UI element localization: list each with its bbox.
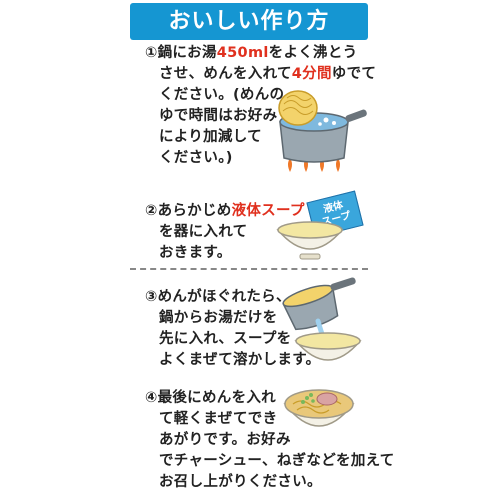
step-2-line-1: ②あらかじめ液体スープ [145,203,305,219]
ramen-bowl-illustration [283,389,355,427]
recipe-title: おいしい作り方 [130,3,368,40]
boil-time: 4分間 [291,66,332,82]
step-4-line-1: ④最後にめんを入れ [145,390,276,406]
bowl-icon [276,221,344,260]
step-3-text: ③めんがほぐれたら、 鍋からお湯だけを 先に入れ、スープを よくまぜて溶かします… [145,287,320,371]
step-1-line-1: ①鍋にお湯450mlをよく沸とう [145,45,358,61]
water-amount: 450ml [216,45,269,61]
section-divider [130,268,368,270]
step-4-line-3: あがりです。お好み [159,432,291,448]
step-3-line-2: 鍋からお湯だけを [159,310,278,326]
step-3-line-3: 先に入れ、スープを [159,331,292,347]
step-2-line-3: おきます。 [159,245,232,261]
step-1-text: ①鍋にお湯450mlをよく沸とう させ、めんを入れて4分間ゆでて ください。(め… [145,43,376,169]
step-3-line-1: ③めんがほぐれたら、 [145,289,291,305]
step-2-text: ②あらかじめ液体スープ を器に入れて おきます。 [145,201,305,264]
step-1-line-6: ください。) [159,150,233,166]
step-4-line-4: でチャーシュー、ねぎなどを加えて [159,453,395,469]
step-4-line-2: て軽くまぜてでき [159,411,278,427]
step-1-line-4: ゆで時間はお好み [159,108,278,124]
step-4-line-5: お召し上がりください。 [159,474,322,490]
pour-water-illustration [282,277,362,361]
liquid-soup-label: 液体スープ [231,203,305,219]
step-3-line-4: よくまぜて溶かします。 [159,352,321,368]
step-4-text: ④最後にめんを入れ て軽くまぜてでき あがりです。お好み でチャーシュー、ねぎな… [145,388,395,493]
step-2-line-2: を器に入れて [159,224,248,240]
pot-boiling-illustration [278,90,367,172]
step-1-line-2: させ、めんを入れて4分間ゆでて [159,66,377,82]
step-1-line-5: により加減して [159,129,262,145]
step-1-line-3: ください。(めんの [159,87,285,103]
